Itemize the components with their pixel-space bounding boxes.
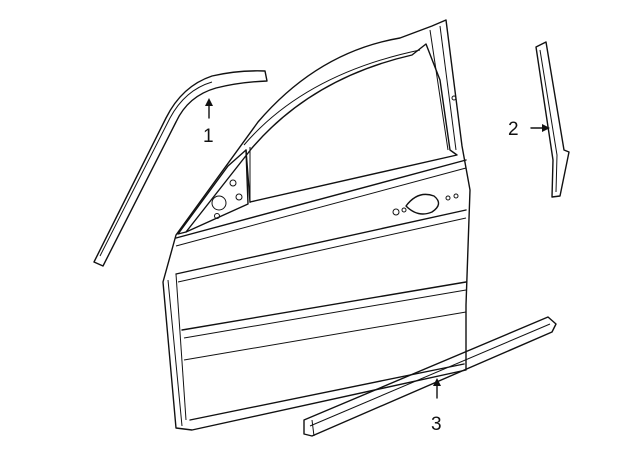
- door-shell: [162, 19, 471, 431]
- callout-1-label: 1: [203, 126, 214, 147]
- part-3-side-molding: [303, 316, 557, 437]
- callout-3-label: 3: [431, 414, 442, 435]
- callout-2-label: 2: [508, 119, 519, 140]
- part-1-pillar-molding: [93, 70, 268, 267]
- callout-2-leader: [530, 124, 550, 132]
- callout-1-leader: [205, 98, 213, 119]
- part-2-applique: [535, 41, 570, 198]
- callout-3-leader: [433, 378, 441, 399]
